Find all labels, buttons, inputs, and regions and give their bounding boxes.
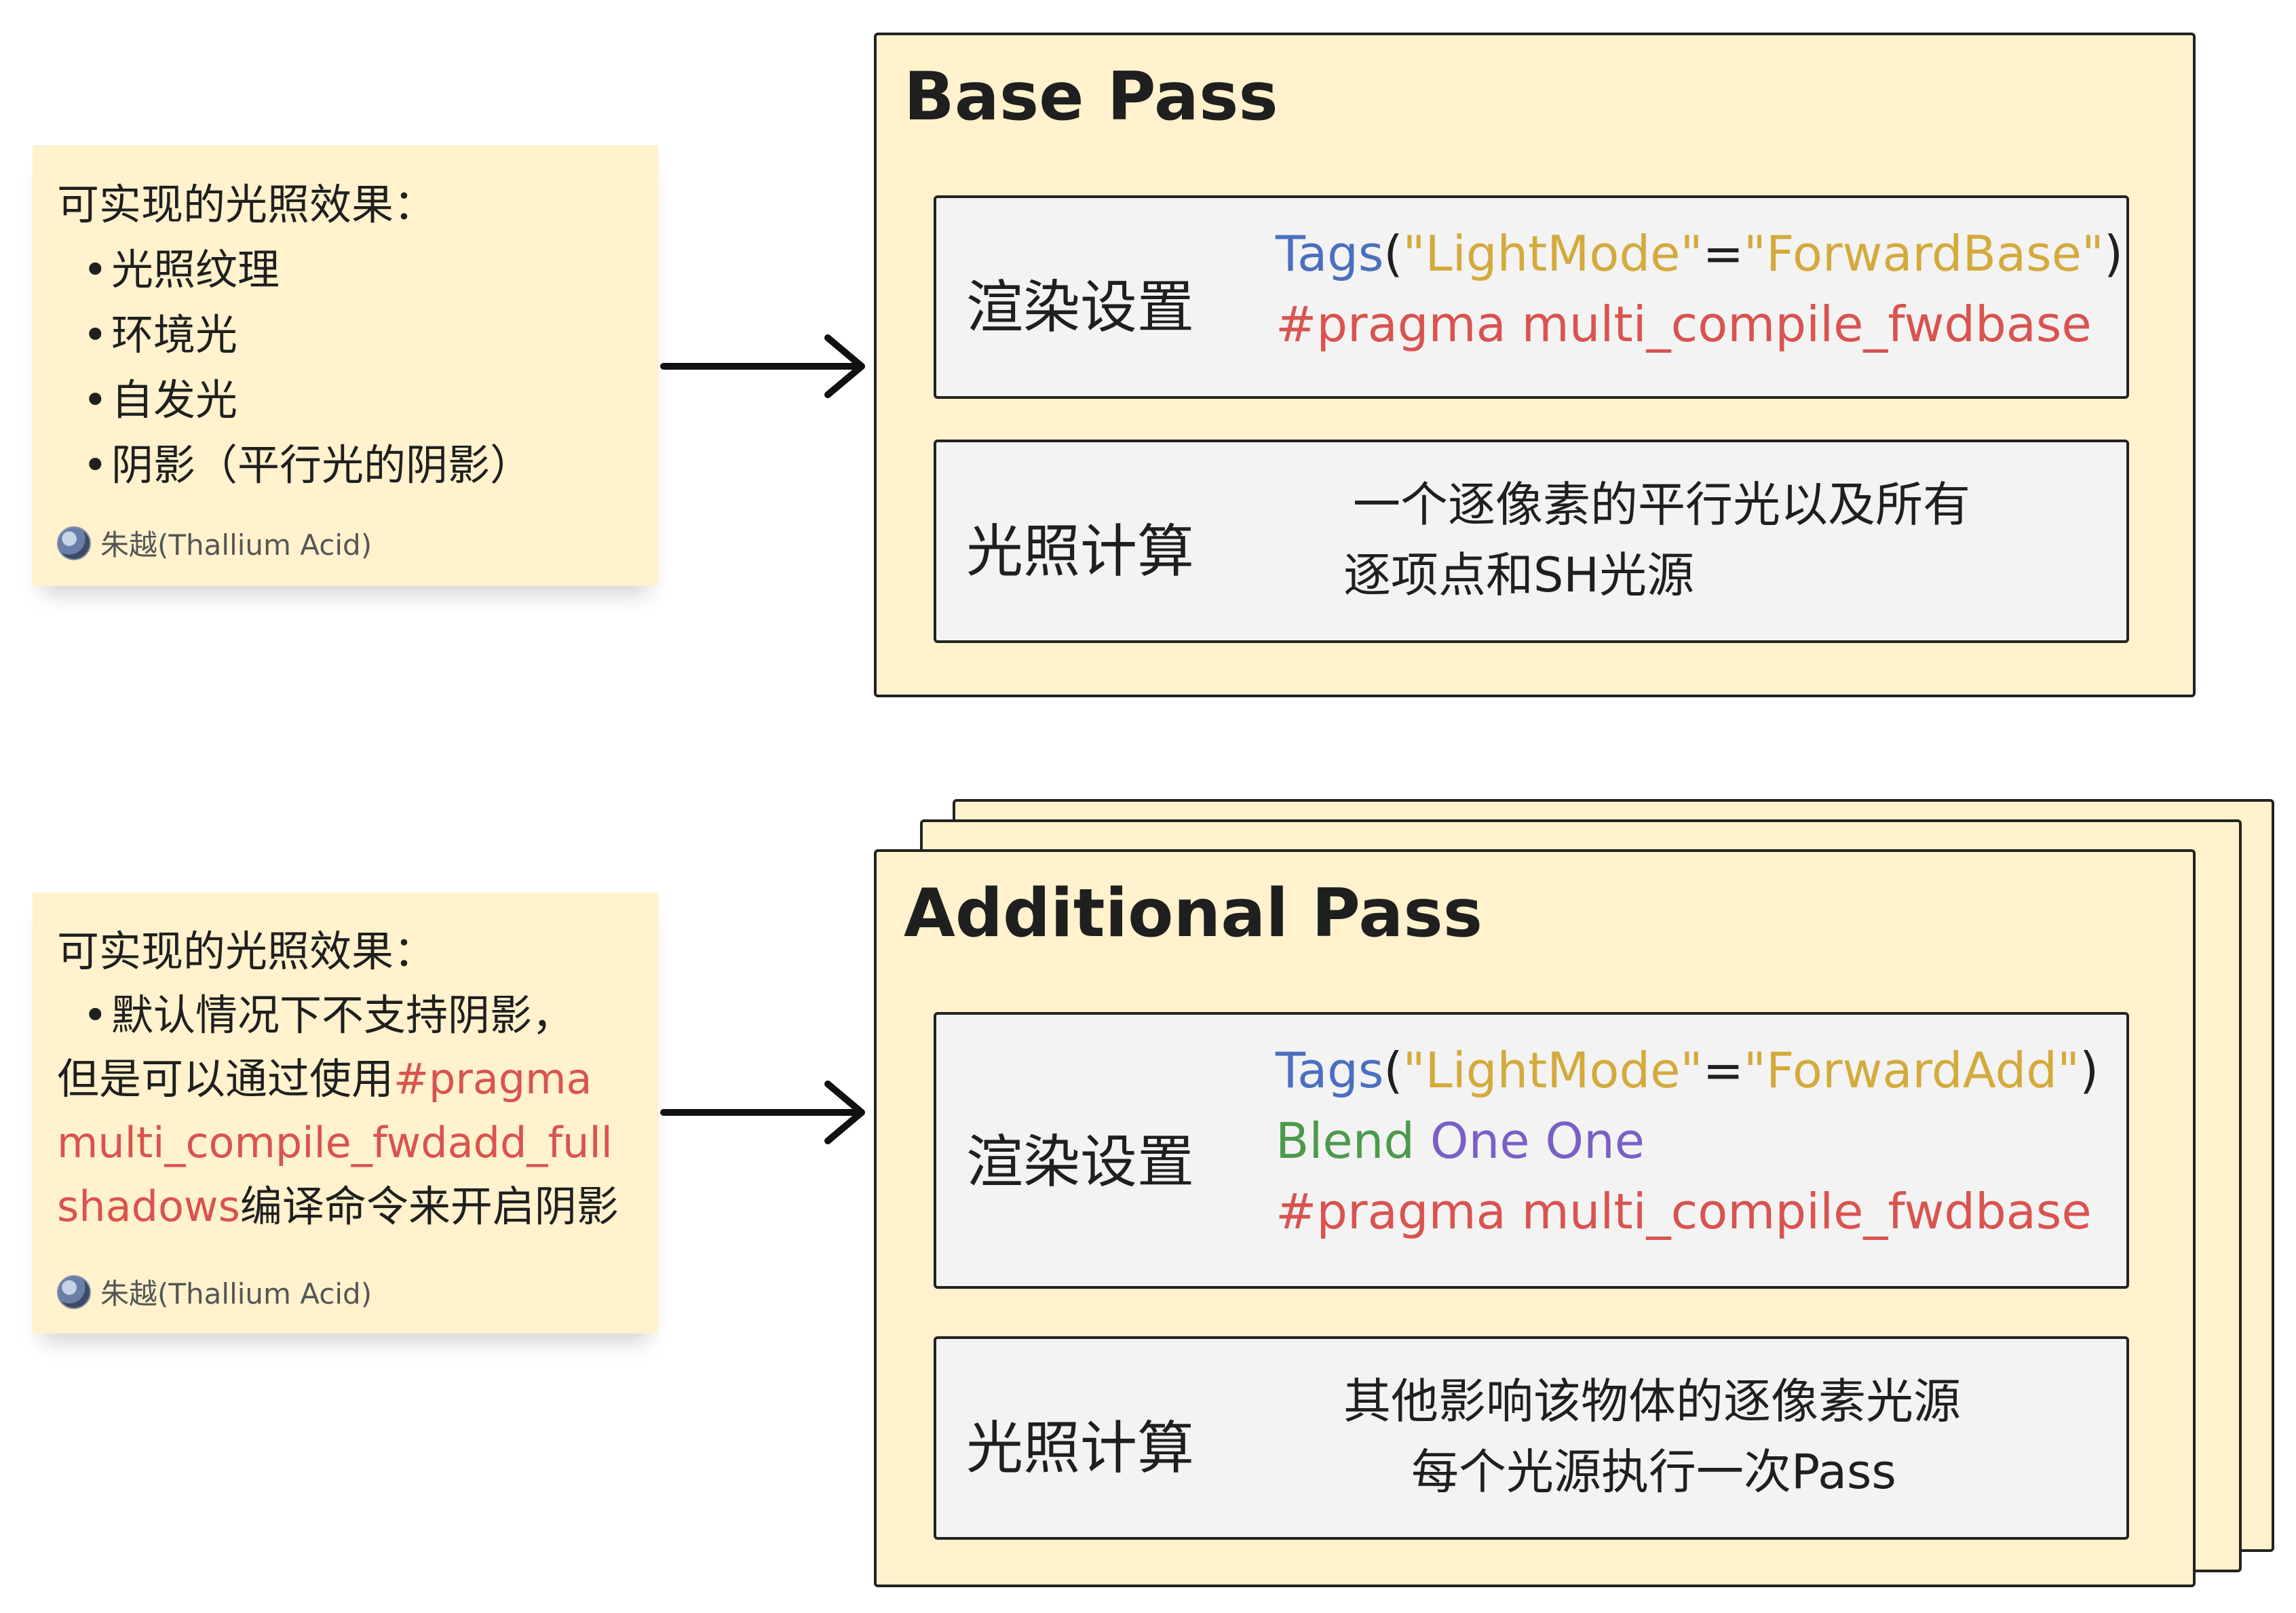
avatar [57, 1275, 91, 1309]
lighting-calc-description: 其他影响该物体的逐像素光源 每个光源执行一次Pass [1343, 1366, 1961, 1507]
equals-sign: = [1702, 225, 1744, 282]
close-paren: ) [2104, 225, 2124, 282]
render-settings-code: Tags("LightMode"="ForwardAdd") Blend One… [1276, 1035, 2099, 1247]
lighting-effects-note-base: 可实现的光照效果： 光照纹理 环境光 自发光 阴影（平行光的阴影） 朱越(Tha… [33, 145, 658, 586]
arrow-right-icon [660, 334, 865, 398]
description-line: 每个光源执行一次Pass [1411, 1444, 1896, 1500]
pragma-text: #pragma [394, 1054, 592, 1104]
note-title: 可实现的光照效果： [57, 927, 436, 976]
note-text: 编译命令来开启阴影 [240, 1182, 619, 1231]
lighting-effects-note-additional: 可实现的光照效果： 默认情况下不支持阴影， 但是可以通过使用#pragma mu… [33, 893, 658, 1334]
author-name: 朱越(Thallium Acid) [100, 528, 372, 562]
render-settings-label: 渲染设置 [966, 274, 1195, 341]
render-settings-box: 渲染设置 Tags("LightMode"="ForwardAdd") Blen… [934, 1012, 2129, 1289]
arrow-right-icon [660, 1081, 865, 1144]
render-settings-label: 渲染设置 [966, 1129, 1195, 1195]
note-title: 可实现的光照效果： [57, 180, 436, 229]
tags-keyword: Tags [1276, 225, 1384, 282]
render-settings-code: Tags("LightMode"="ForwardBase") #pragma … [1276, 218, 2123, 359]
note-text-line: 但是可以通过使用#pragma [57, 1047, 658, 1111]
description-line: 一个逐像素的平行光以及所有 [1353, 477, 1970, 532]
pragma-text: shadows [57, 1182, 240, 1231]
pass-title: Additional Pass [904, 875, 1483, 952]
equals-sign: = [1702, 1042, 1744, 1099]
tag-key: "LightMode" [1402, 1042, 1703, 1099]
lighting-calc-box: 光照计算 其他影响该物体的逐像素光源 每个光源执行一次Pass [934, 1336, 2129, 1540]
tags-keyword: Tags [1276, 1042, 1384, 1099]
lighting-calc-label: 光照计算 [966, 1415, 1195, 1481]
pragma-directive: #pragma multi_compile_fwdbase [1276, 1183, 2092, 1240]
base-pass-container: Base Pass 渲染设置 Tags("LightMode"="Forward… [874, 33, 2196, 697]
tag-value: "ForwardAdd" [1743, 1042, 2080, 1099]
note-item: 光照纹理 [57, 237, 658, 303]
note-item: 环境光 [57, 303, 658, 368]
lighting-calc-description: 一个逐像素的平行光以及所有 逐项点和SH光源 [1343, 469, 1970, 610]
render-settings-box: 渲染设置 Tags("LightMode"="ForwardBase") #pr… [934, 195, 2129, 399]
description-line: 逐项点和SH光源 [1343, 547, 1695, 603]
open-paren: ( [1383, 225, 1403, 282]
author-name: 朱越(Thallium Acid) [100, 1277, 372, 1310]
avatar [57, 526, 91, 560]
lighting-calc-label: 光照计算 [966, 518, 1195, 585]
note-author: 朱越(Thallium Acid) [57, 1271, 372, 1313]
note-item: 默认情况下不支持阴影， [57, 984, 658, 1047]
blend-args: One One [1430, 1112, 1645, 1169]
pass-title: Base Pass [904, 58, 1278, 136]
additional-pass-container: Additional Pass 渲染设置 Tags("LightMode"="F… [874, 849, 2196, 1587]
note-item: 阴影（平行光的阴影） [57, 433, 658, 498]
blend-keyword: Blend [1276, 1112, 1415, 1169]
note-text-line: shadows编译命令来开启阴影 [57, 1175, 658, 1239]
description-line: 其他影响该物体的逐像素光源 [1343, 1374, 1961, 1429]
open-paren: ( [1383, 1042, 1403, 1099]
pragma-directive: #pragma multi_compile_fwdbase [1276, 296, 2092, 353]
pragma-text: multi_compile_fwdadd_full [57, 1118, 613, 1167]
lighting-calc-box: 光照计算 一个逐像素的平行光以及所有 逐项点和SH光源 [934, 440, 2129, 643]
tag-key: "LightMode" [1402, 225, 1703, 282]
note-text: 但是可以通过使用 [57, 1054, 394, 1104]
note-item: 自发光 [57, 368, 658, 433]
tag-value: "ForwardBase" [1743, 225, 2105, 282]
note-author: 朱越(Thallium Acid) [57, 522, 372, 564]
close-paren: ) [2080, 1042, 2099, 1099]
